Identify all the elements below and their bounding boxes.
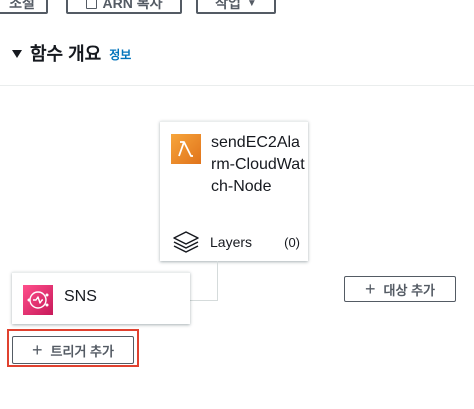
lambda-icon — [171, 134, 201, 164]
layers-count: (0) — [284, 234, 300, 250]
plus-icon: + — [365, 279, 376, 299]
function-name: sendEC2Alarm-CloudWatch-Node — [211, 134, 305, 195]
function-overview-header: 함수 개요 정보 — [12, 40, 131, 66]
add-trigger-label: 트리거 추가 — [50, 343, 114, 359]
trigger-connector-line — [188, 261, 218, 301]
sns-icon — [23, 285, 53, 315]
throttle-button-label: 조절 — [9, 0, 35, 11]
sns-trigger-card[interactable]: SNS — [12, 272, 190, 324]
function-toolbar: 조절 ARN 복사 작업 ▼ — [0, 0, 474, 14]
actions-dropdown[interactable]: 작업 ▼ — [196, 0, 276, 14]
info-link[interactable]: 정보 — [109, 48, 132, 62]
layers-label: Layers — [210, 234, 253, 250]
caret-down-icon: ▼ — [246, 0, 257, 9]
copy-arn-label: ARN 복사 — [102, 0, 163, 11]
collapse-caret-icon[interactable] — [12, 50, 22, 58]
add-trigger-highlight — [7, 329, 139, 367]
section-divider — [0, 85, 474, 86]
sns-trigger-label: SNS — [64, 288, 97, 305]
actions-label: 작업 — [215, 0, 241, 11]
plus-icon: + — [32, 340, 43, 360]
add-trigger-button[interactable]: + 트리거 추가 — [12, 336, 134, 364]
copy-icon — [85, 0, 97, 9]
function-card[interactable]: sendEC2Alarm-CloudWatch-Node Layers (0) — [160, 121, 308, 261]
layers-row[interactable]: Layers (0) — [172, 231, 300, 253]
add-destination-button[interactable]: + 대상 추가 — [344, 276, 456, 302]
copy-arn-button[interactable]: ARN 복사 — [66, 0, 182, 14]
layers-icon — [172, 231, 200, 253]
section-title: 함수 개요 — [30, 44, 102, 64]
throttle-button[interactable]: 조절 — [0, 0, 48, 14]
add-destination-label: 대상 추가 — [383, 282, 435, 298]
